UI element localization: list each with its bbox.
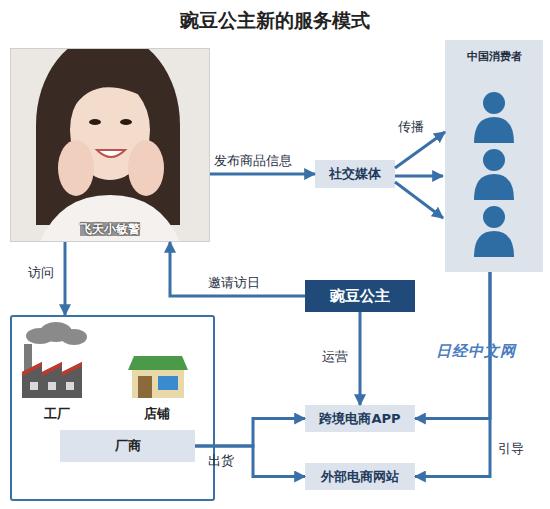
spread-arrow [395,182,443,218]
person-head [483,149,505,171]
process-box: 外部电商网站 [305,463,415,490]
eye [120,119,132,125]
flow-arrow [415,272,490,419]
person-body [474,231,514,257]
flow-arrow [210,173,315,176]
person-icon [474,149,514,200]
photo-background [10,48,210,242]
shirt [40,195,180,242]
shop-wall [132,370,184,398]
edge-label: 发布商品信息 [214,152,292,170]
smoke-cloud [26,328,54,344]
hand [58,140,94,196]
shop-roof [128,356,188,370]
hair [36,48,180,217]
factory-roof [22,362,82,376]
spread-arrow [395,175,443,178]
person-head [483,206,505,228]
node-text: 飞天小敏警 [80,222,140,236]
person-icon [474,206,514,257]
eye [89,119,101,125]
edge-label: 邀请访日 [208,274,260,292]
group-panel: 中国消费者 [445,40,543,272]
flow-arrow [195,446,305,477]
flow-arrow [195,419,305,447]
smoke-cloud [40,322,72,342]
chimney [24,344,32,374]
factory-window [66,382,74,390]
watermark: 日经中文网 [436,342,516,361]
node-text: 中国消费者 [467,50,522,63]
edge-label: 传播 [398,118,424,136]
group-frame: 工厂 店铺厂商 [10,315,215,501]
node-text: 豌豆公主 [330,287,390,305]
factory-building [22,362,82,398]
smoke-cloud [61,329,87,345]
factory-window [48,382,56,390]
portrait-photo [10,48,210,242]
node-text: 社交媒体 [329,166,381,182]
diagram-title: 豌豆公主新的服务模式 [0,8,550,34]
shop-icon [128,356,188,398]
shop-window [158,376,178,390]
person-body [474,174,514,200]
flow-arrow [415,272,490,477]
face [70,80,150,180]
company-box: 豌豆公主 [305,280,415,312]
process-box: 跨境电商APP [305,405,415,432]
process-box: 社交媒体 [315,160,395,188]
hair [36,125,180,225]
process-box: 厂商 [60,430,195,462]
edge-label: 引导 [498,440,524,458]
edge-label: 访问 [28,264,54,282]
node-text: 外部电商网站 [321,469,399,485]
node-text: 工厂 [44,406,70,422]
flow-arrow [64,242,67,315]
shop-door [138,376,152,398]
smile [97,150,125,157]
flow-arrow [359,312,362,405]
hand [128,140,164,196]
photo-frame: 飞天小敏警 [10,48,210,242]
flow-arrow [170,242,305,296]
node-text: 厂商 [115,438,141,454]
factory-icon [22,322,87,398]
factory-window [30,382,38,390]
person-icon [474,92,514,143]
person-head [483,92,505,114]
node-text: 跨境电商APP [319,411,400,427]
person-body [474,117,514,143]
edge-label: 运营 [322,348,348,366]
flow-arrow [395,132,445,168]
fringe [72,78,150,110]
node-text: 店铺 [144,406,170,422]
